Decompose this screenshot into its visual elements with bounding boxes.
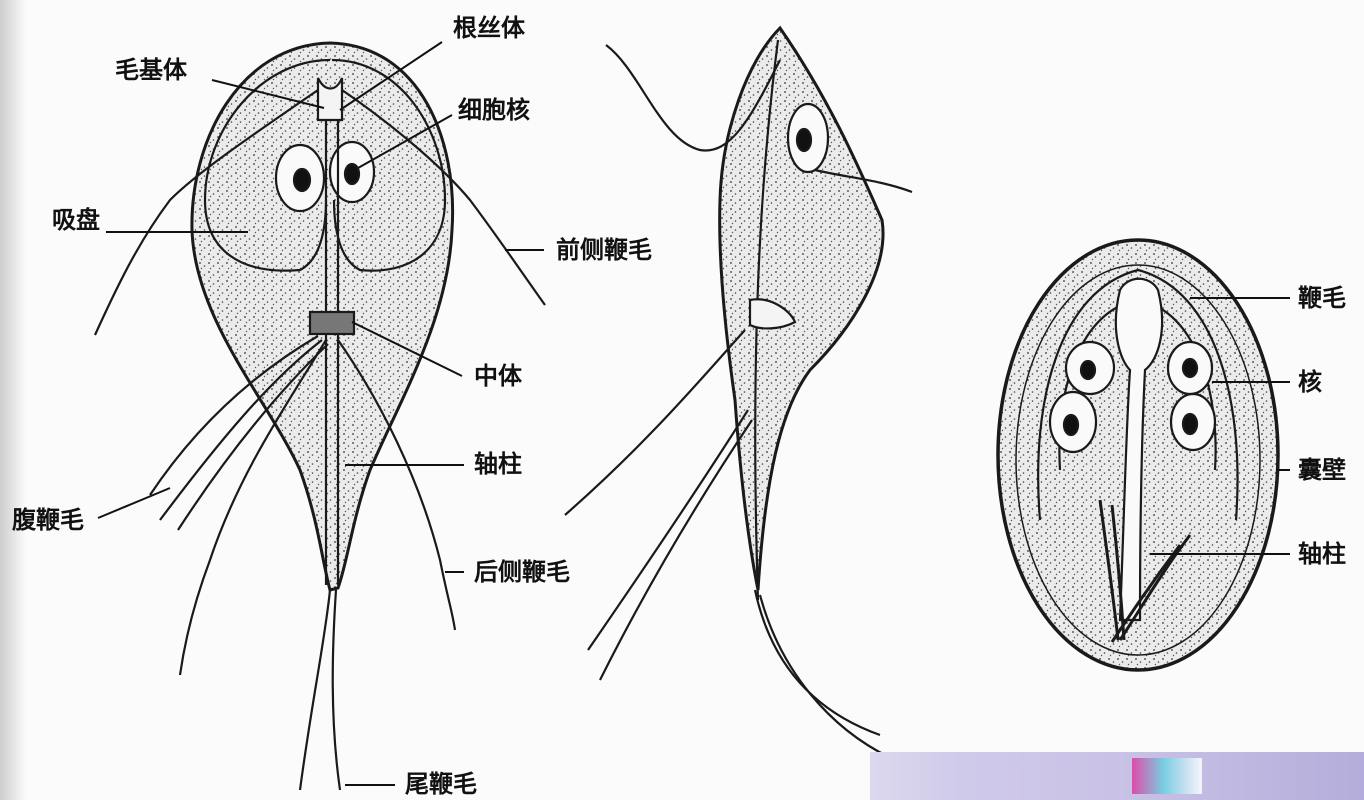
cyst-nucleus-4-karyosome [1183,414,1197,434]
lateral-caudal-2 [760,595,895,760]
label-axostyle-cyst: 轴柱 [1298,542,1346,566]
median-body [310,312,354,334]
label-median-body: 中体 [474,364,522,388]
label-anterior-lateral-flagella: 前侧鞭毛 [556,238,652,262]
label-caudal-flagella: 尾鞭毛 [405,772,477,796]
cyst-nucleus-1-karyosome [1081,361,1095,379]
label-rhizoplast: 根丝体 [453,16,525,40]
nucleus-right-karyosome [345,164,359,184]
label-nucleus-trophozoite: 细胞核 [458,98,530,122]
trophozoite-lateral-view [565,28,912,760]
label-axostyle-trophozoite: 轴柱 [474,452,522,476]
label-basal-body: 毛基体 [115,58,187,82]
label-cyst-wall: 囊壁 [1298,458,1346,482]
nucleus-left-karyosome [294,169,310,191]
cyst [998,240,1278,670]
label-nucleus-cyst: 核 [1298,370,1322,394]
caudal-flagellum-2 [333,590,340,790]
lateral-nucleus-karyosome [797,129,811,151]
label-sucking-disc: 吸盘 [52,208,100,232]
scan-artifact-mark [1132,758,1202,794]
label-ventral-flagella: 腹鞭毛 [12,508,84,532]
label-posterior-lateral-flagella: 后侧鞭毛 [474,560,570,584]
cyst-nucleus-2-karyosome [1064,415,1078,435]
trophozoite-ventral-view [95,43,545,790]
lateral-flagellum-posterior-1 [565,330,745,515]
leader-ventral [98,488,170,518]
lateral-flagellum-posterior-3 [600,420,752,680]
lateral-caudal-1 [755,590,880,735]
label-flagella-cyst: 鞭毛 [1298,286,1346,310]
scan-artifact-band [870,752,1364,800]
cyst-nucleus-3-karyosome [1183,359,1197,377]
lateral-flagellum-posterior-2 [588,410,748,650]
caudal-flagellum-1 [300,590,330,790]
